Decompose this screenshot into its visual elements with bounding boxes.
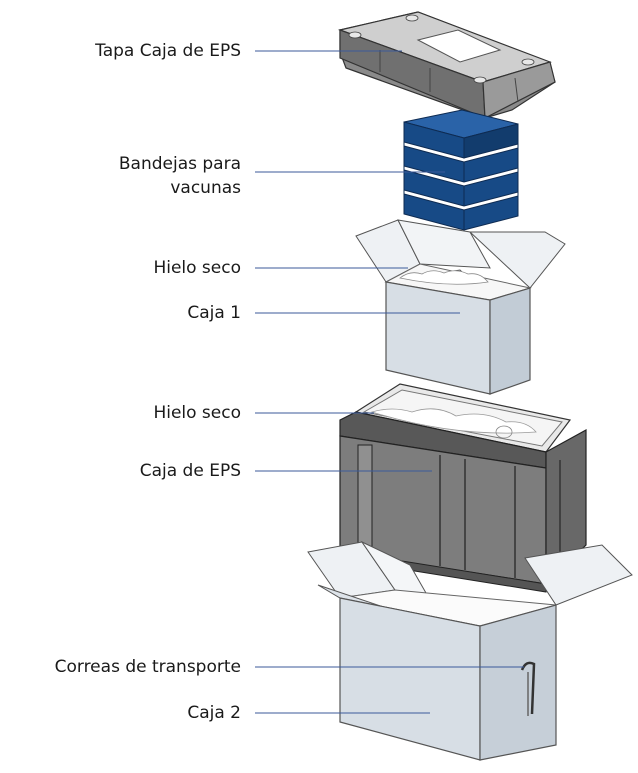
label-hielo-seco-1: Hielo seco <box>153 258 241 278</box>
eps-lid <box>337 11 556 119</box>
leader-lines <box>255 50 524 714</box>
eps-box <box>339 383 587 593</box>
label-caja-1: Caja 1 <box>187 303 241 323</box>
label-correas: Correas de transporte <box>54 657 241 677</box>
label-bandejas-line2: vacunas <box>170 178 241 198</box>
label-bandejas: Bandejas para vacunas <box>119 152 241 200</box>
label-hielo-seco-2: Hielo seco <box>153 403 241 423</box>
vaccine-trays <box>403 109 519 231</box>
label-bandejas-line1: Bandejas para <box>118 154 241 174</box>
label-tapa: Tapa Caja de EPS <box>95 41 241 61</box>
box-2 <box>307 540 633 761</box>
label-caja-eps: Caja de EPS <box>139 461 241 481</box>
box-1 <box>355 219 566 395</box>
label-caja-2: Caja 2 <box>187 703 241 723</box>
